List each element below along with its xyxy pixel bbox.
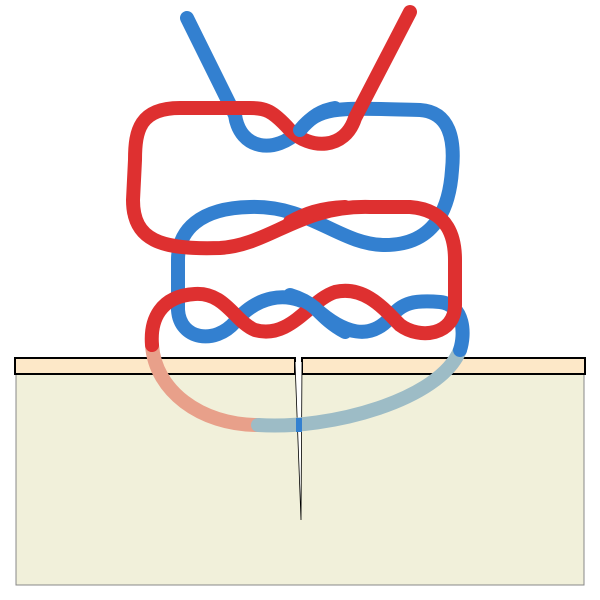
blue-strand-overcross-lower (283, 288, 352, 339)
red-strand-subsurface (145, 338, 265, 432)
red-strand (126, 5, 462, 352)
strand-crossing-incision (296, 418, 302, 432)
blue-strand-subsurface (251, 343, 467, 433)
incision (294, 361, 303, 521)
blue-strand-overcross (293, 101, 342, 137)
red-strand-overcross (283, 200, 352, 229)
